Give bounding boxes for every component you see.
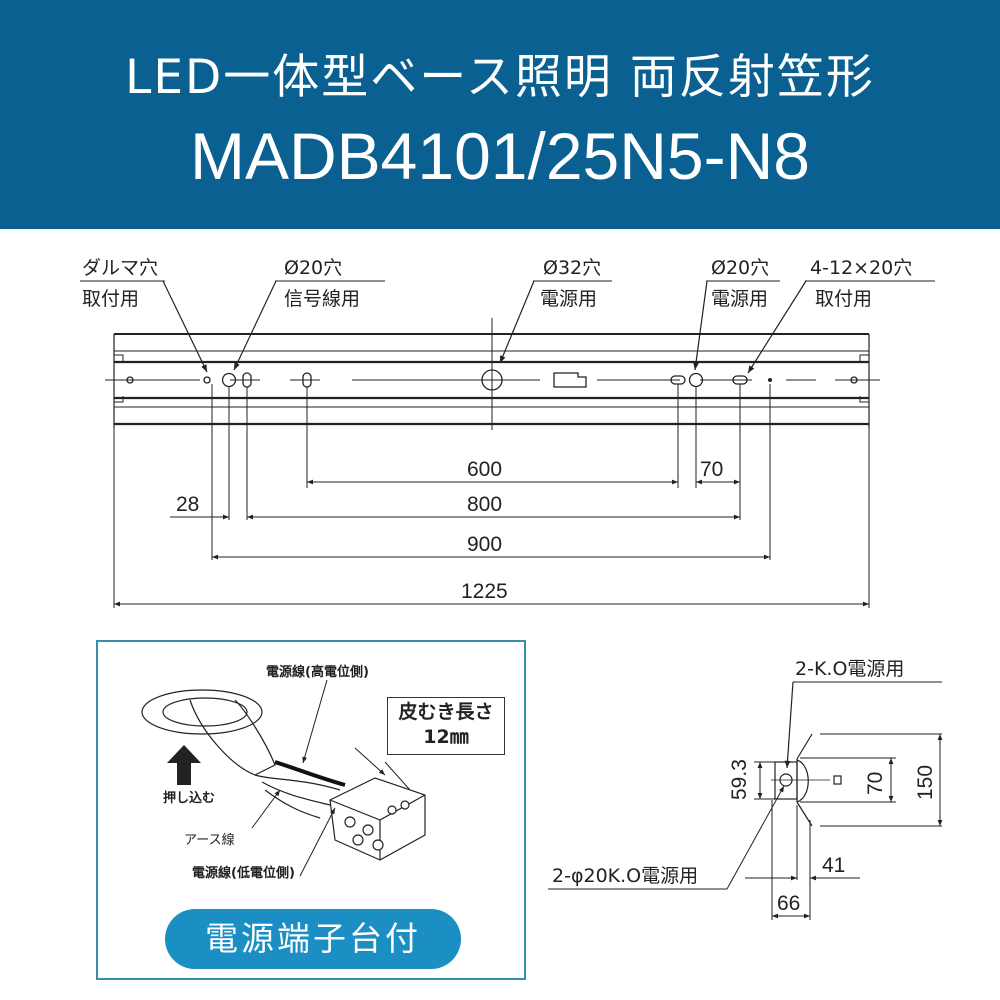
callout-ko-power: 2-K.O電源用 — [795, 658, 904, 680]
svg-text:電源用: 電源用 — [711, 288, 768, 310]
dim-70: 70 — [700, 458, 723, 481]
label-high-potential-wire: 電源線(高電位側) — [266, 664, 369, 680]
svg-text:Ø20穴: Ø20穴 — [284, 257, 342, 279]
model-number: MADB4101/25N5-N8 — [190, 119, 810, 193]
dimension-lines — [114, 479, 869, 607]
wiring-illustration: 電源線(高電位側) 押し込む アース線 電源線(低電位側) — [141, 664, 426, 881]
dim-59-3: 59.3 — [728, 759, 751, 800]
fixture-body — [105, 318, 880, 608]
svg-text:Ø32穴: Ø32穴 — [543, 257, 601, 279]
callout-power-hole-32: Ø32穴 電源用 — [499, 257, 612, 364]
dim-150: 150 — [914, 765, 937, 800]
terminal-block-icon — [329, 777, 426, 861]
dim-41: 41 — [822, 854, 845, 877]
product-title: LED一体型ベース照明 両反射笠形 — [125, 50, 875, 105]
svg-text:信号線用: 信号線用 — [284, 288, 360, 310]
strip-length-box: 皮むき長さ 12㎜ — [387, 697, 505, 755]
svg-text:4-12×20穴: 4-12×20穴 — [810, 257, 912, 279]
label-earth-wire: アース線 — [184, 832, 235, 848]
svg-text:ダルマ穴: ダルマ穴 — [82, 257, 158, 279]
label-low-potential-wire: 電源線(低電位側) — [192, 865, 295, 881]
title-banner: LED一体型ベース照明 両反射笠形 MADB4101/25N5-N8 — [0, 0, 1000, 229]
terminal-block-badge: 電源端子台付 — [165, 909, 461, 969]
dim-1225: 1225 — [461, 580, 508, 603]
strip-length-value: 12㎜ — [423, 726, 469, 748]
dim-70-side: 70 — [864, 772, 887, 795]
front-view-drawing: ダルマ穴 取付用 Ø20穴 信号線用 Ø32穴 電源用 Ø20穴 電源用 4-1… — [80, 257, 935, 608]
svg-text:取付用: 取付用 — [815, 288, 872, 310]
dim-28: 28 — [176, 493, 199, 516]
callout-power-hole-20: Ø20穴 電源用 — [693, 257, 780, 371]
svg-text:電源用: 電源用 — [540, 288, 597, 310]
callout-daruma-hole: ダルマ穴 取付用 — [80, 257, 208, 373]
side-view-drawing: 2-K.O電源用 59.3 70 150 41 66 2-φ20K.O電源用 — [548, 658, 943, 920]
callout-signal-hole: Ø20穴 信号線用 — [233, 257, 385, 371]
svg-text:Ø20穴: Ø20穴 — [711, 257, 769, 279]
dim-800: 800 — [467, 493, 502, 516]
dim-66: 66 — [777, 892, 800, 915]
strip-length-title: 皮むき長さ — [398, 701, 494, 723]
callout-phi20-ko-power: 2-φ20K.O電源用 — [552, 865, 698, 887]
svg-text:取付用: 取付用 — [82, 288, 139, 310]
callout-mount-slot: 4-12×20穴 取付用 — [747, 257, 935, 374]
dim-900: 900 — [467, 533, 502, 556]
dim-600: 600 — [467, 458, 502, 481]
push-arrow-icon — [167, 745, 201, 785]
label-push-in: 押し込む — [163, 790, 215, 806]
